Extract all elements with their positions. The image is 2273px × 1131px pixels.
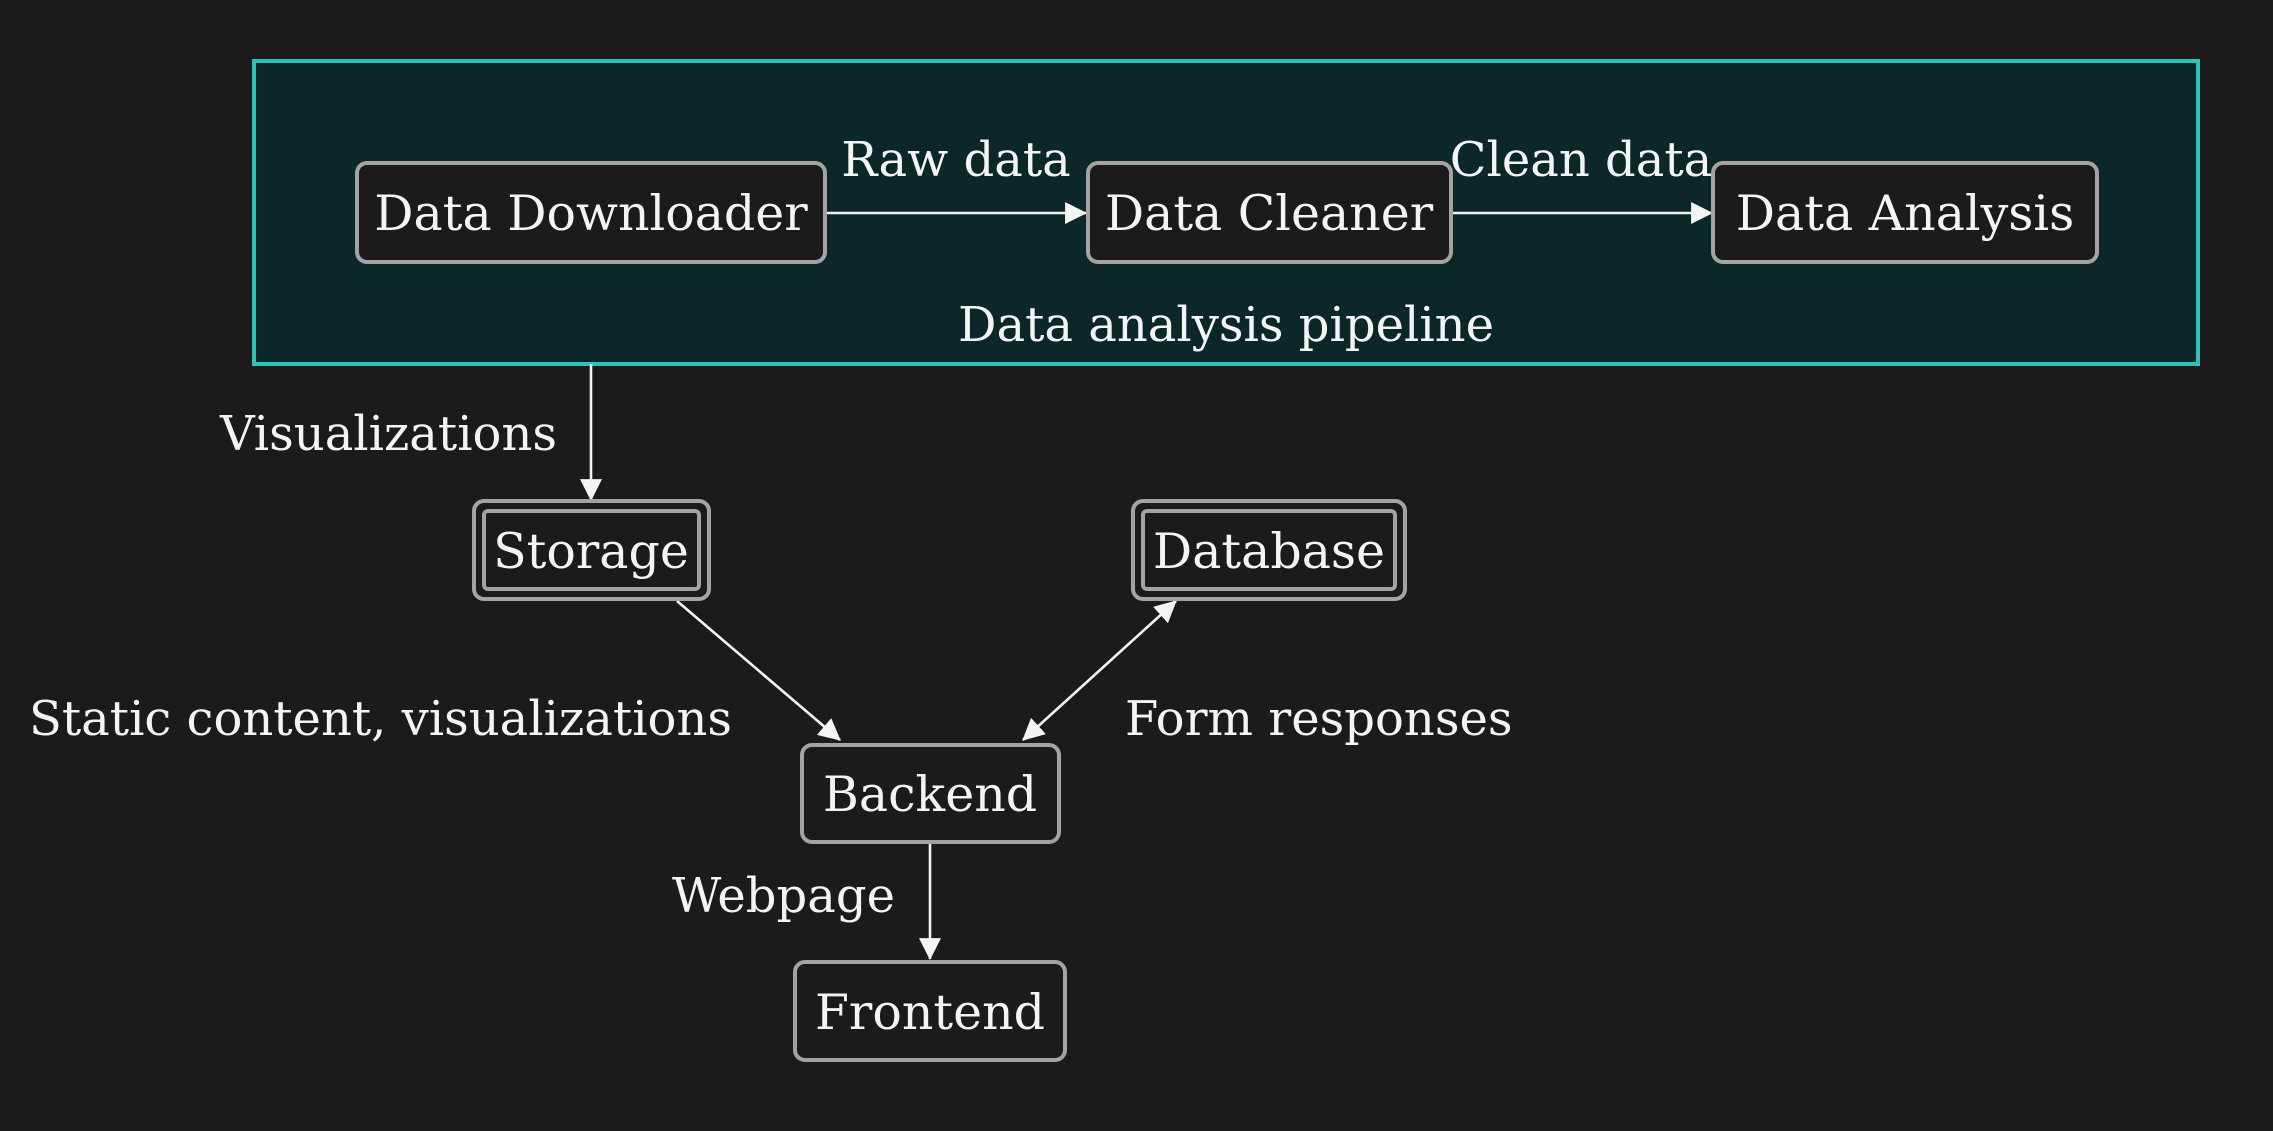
node-label: Data Downloader <box>374 185 808 242</box>
edges <box>580 202 1714 961</box>
node-data-downloader[interactable]: Data Downloader <box>355 161 827 264</box>
node-box-inner <box>482 509 701 591</box>
node-frontend[interactable]: Frontend <box>793 960 1067 1062</box>
node-box <box>355 161 827 264</box>
node-box <box>1711 161 2099 264</box>
node-data-cleaner[interactable]: Data Cleaner <box>1086 161 1453 264</box>
edge-label-visualizations: Visualizations <box>219 406 557 462</box>
edge-label-raw-data: Raw data <box>841 132 1070 188</box>
node-database[interactable]: Database <box>1131 499 1407 601</box>
edge-label-clean-data: Clean data <box>1450 132 1713 188</box>
edge-label-static-content: Static content, visualizations <box>29 691 732 747</box>
cluster-label: Data analysis pipeline <box>958 297 1494 353</box>
node-backend[interactable]: Backend <box>800 743 1061 844</box>
node-label: Database <box>1153 523 1385 580</box>
node-box <box>793 960 1067 1062</box>
node-label: Storage <box>493 523 689 580</box>
node-label: Data Cleaner <box>1105 185 1434 242</box>
node-box <box>800 743 1061 844</box>
edge-static-content <box>676 600 841 741</box>
node-label: Backend <box>823 766 1037 823</box>
node-label: Frontend <box>815 984 1045 1041</box>
node-data-analysis[interactable]: Data Analysis <box>1711 161 2099 264</box>
edge-form-responses <box>1022 600 1177 741</box>
node-box <box>1086 161 1453 264</box>
node-storage[interactable]: Storage <box>472 499 711 601</box>
edge-label-form-responses: Form responses <box>1125 691 1513 747</box>
node-label: Data Analysis <box>1736 185 2074 242</box>
edge-label-webpage: Webpage <box>672 868 895 924</box>
node-box-inner <box>1141 509 1397 591</box>
